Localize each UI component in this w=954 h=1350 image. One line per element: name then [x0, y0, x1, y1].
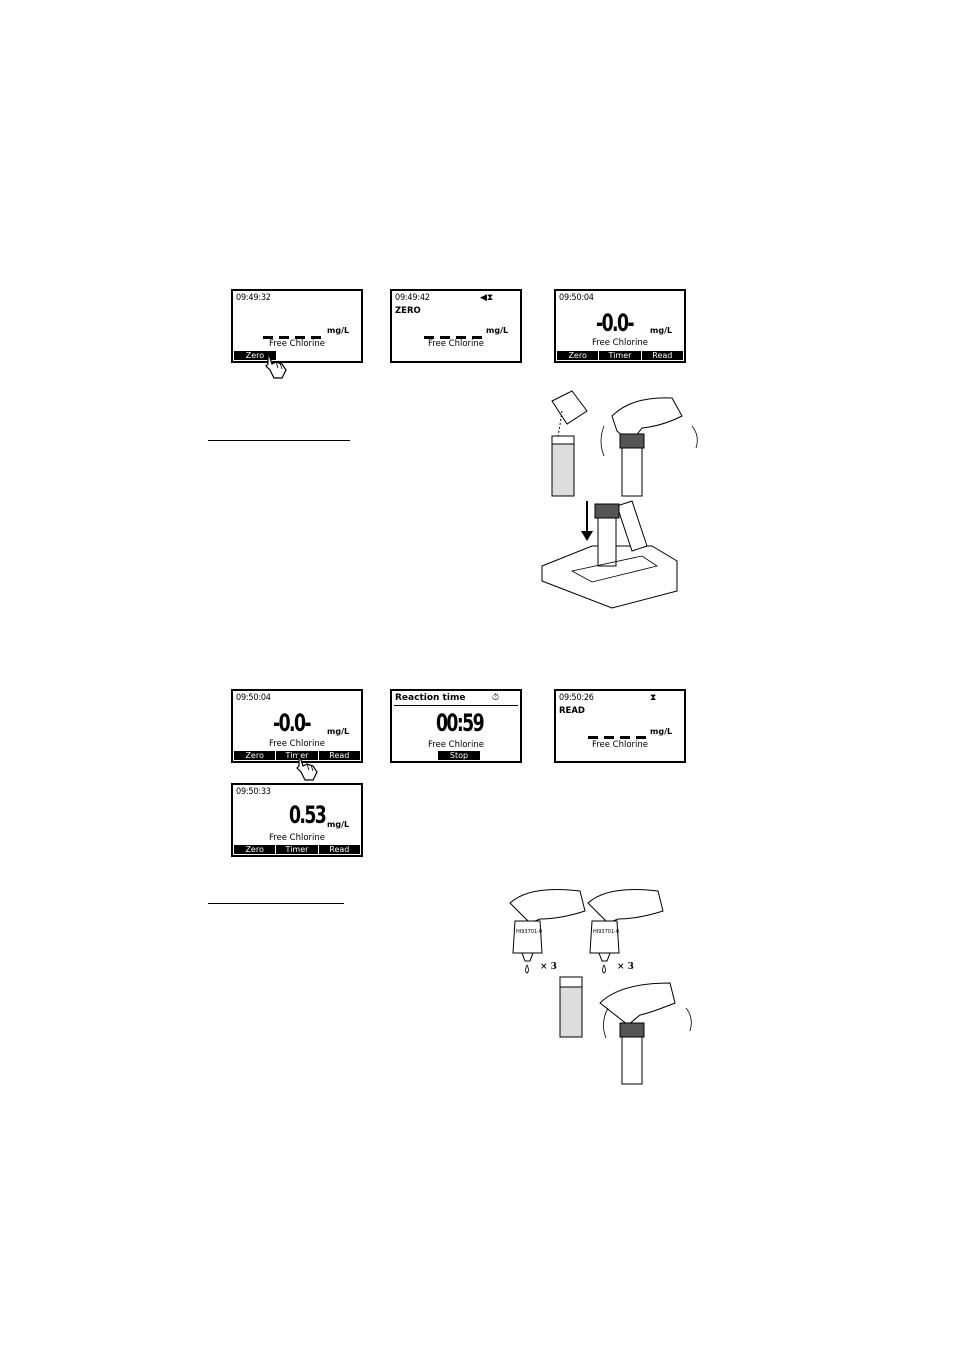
softkey-bar: Zero Timer Read: [557, 351, 683, 360]
dashes-reading: [424, 324, 486, 339]
drops-count-1: × 3: [540, 962, 557, 972]
read-key[interactable]: Read: [641, 351, 683, 360]
reading-value: -0.0-: [273, 709, 312, 737]
header-divider: [394, 705, 518, 706]
clock-time: 09:50:04: [559, 293, 594, 303]
dashes-reading: [588, 724, 650, 739]
parameter-label: Free Chlorine: [268, 339, 326, 349]
clock-time: 09:49:32: [236, 293, 271, 303]
clock-time: 09:49:42: [395, 293, 430, 303]
read-key[interactable]: Read: [318, 751, 360, 760]
meter-screen-zeroed: 09:50:04 -0.0- mg/L Free Chlorine Zero T…: [554, 289, 686, 363]
bottle-label-1: HI93701-0: [516, 929, 542, 935]
status-text: ZERO: [395, 306, 421, 316]
zero-key[interactable]: Zero: [234, 751, 276, 760]
clock-time: 09:50:04: [236, 693, 271, 703]
unit-label: mg/L: [327, 820, 350, 829]
unit-label: mg/L: [327, 326, 350, 335]
hourglass-icon: ⧗: [650, 693, 657, 703]
countdown-value: 00:59: [436, 709, 485, 737]
reading-value: 0.53: [289, 801, 327, 829]
clock-time: 09:50:26: [559, 693, 594, 703]
unit-label: mg/L: [486, 326, 509, 335]
stop-key[interactable]: Stop: [438, 751, 480, 760]
reagent-and-cuvette-illustration: [541, 390, 698, 609]
reaction-time-title: Reaction time: [395, 693, 466, 703]
unit-label: mg/L: [650, 326, 673, 335]
section-underline: [208, 903, 344, 904]
timer-key[interactable]: Timer: [276, 751, 318, 760]
meter-screen-result: 09:50:33 0.53 mg/L Free Chlorine Zero Ti…: [231, 783, 363, 857]
parameter-label: Free Chlorine: [427, 339, 485, 349]
pointing-hand-icon: [296, 753, 318, 781]
reading-value: -0.0-: [596, 309, 635, 337]
stopwatch-icon: ⏱: [492, 693, 500, 703]
pointing-hand-icon: [265, 351, 287, 379]
zero-key[interactable]: Zero: [557, 351, 599, 360]
parameter-label: Free Chlorine: [427, 740, 485, 750]
timer-key[interactable]: Timer: [276, 845, 318, 854]
lamp-hourglass-icon: ◀⧗: [480, 293, 494, 303]
unit-label: mg/L: [650, 727, 673, 736]
parameter-label: Free Chlorine: [268, 739, 326, 749]
meter-screen-reaction-timer: Reaction time ⏱ 00:59 Free Chlorine Stop: [390, 689, 522, 763]
status-text: READ: [559, 706, 585, 716]
meter-screen-timer-prompt: 09:50:04 -0.0- mg/L Free Chlorine Zero T…: [231, 689, 363, 763]
parameter-label: Free Chlorine: [268, 833, 326, 843]
unit-label: mg/L: [327, 727, 350, 736]
bottle-label-2: HI93701-0: [593, 929, 619, 935]
zero-key[interactable]: Zero: [234, 351, 276, 360]
clock-time: 09:50:33: [236, 787, 271, 797]
meter-screen-zero-prompt: 09:49:32 mg/L Free Chlorine Zero: [231, 289, 363, 363]
drops-count-2: × 3: [617, 962, 634, 972]
meter-screen-zeroing: 09:49:42 ◀⧗ ZERO mg/L Free Chlorine: [390, 289, 522, 363]
timer-key[interactable]: Timer: [599, 351, 641, 360]
meter-screen-reading: 09:50:26 ⧗ READ mg/L Free Chlorine: [554, 689, 686, 763]
dashes-reading: [263, 324, 325, 339]
softkey-bar: Zero Timer Read: [234, 751, 360, 760]
read-key[interactable]: Read: [318, 845, 360, 854]
softkey-bar: Zero Timer Read: [234, 845, 360, 854]
parameter-label: Free Chlorine: [591, 338, 649, 348]
zero-key[interactable]: Zero: [234, 845, 276, 854]
parameter-label: Free Chlorine: [591, 740, 649, 750]
section-underline: [208, 440, 350, 441]
reagent-drops-illustration: × 3 HI93701-0 × 3 HI93701-0: [509, 889, 692, 1085]
